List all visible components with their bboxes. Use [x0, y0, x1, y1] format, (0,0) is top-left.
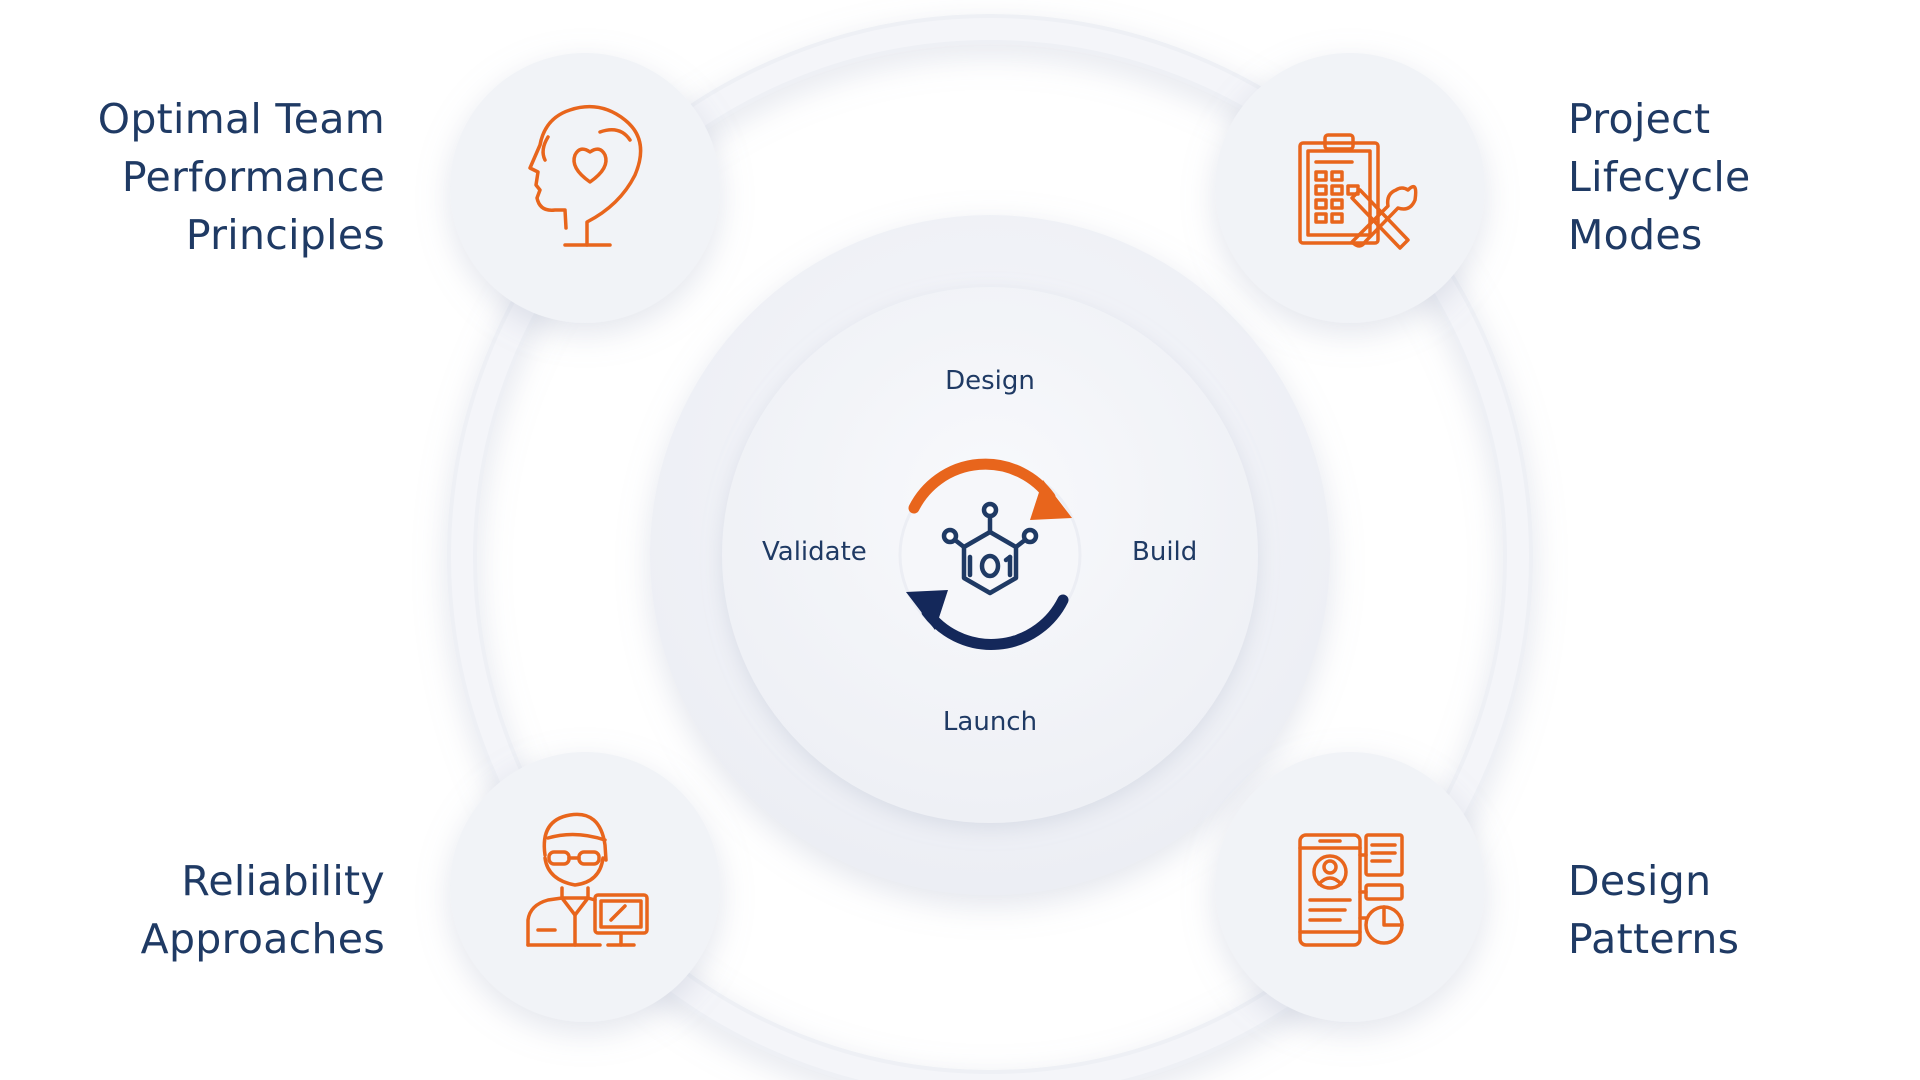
cycle-label-design: Design	[945, 366, 1035, 396]
clipboard-tools-icon	[1298, 133, 1418, 250]
corner-disc-top-left	[450, 53, 720, 323]
label-line: Project	[1568, 95, 1711, 143]
cycle-label-launch: Launch	[942, 707, 1038, 737]
cycle-label-build: Build	[1132, 537, 1198, 567]
navy-arrow-icon	[921, 594, 1069, 650]
person-computer-icon	[526, 812, 649, 947]
label-line: Patterns	[1568, 915, 1740, 963]
corner-disc-bottom-right	[1215, 752, 1485, 1022]
orange-arrow-icon	[908, 458, 1056, 514]
label-line: Reliability	[181, 857, 385, 905]
label-line: Performance	[121, 153, 385, 201]
cycle-label-validate: Validate	[762, 537, 867, 567]
label-line: Lifecycle	[1568, 153, 1751, 201]
label-line: Design	[1568, 857, 1712, 905]
corner-disc-bottom-left	[450, 752, 720, 1022]
label-line: Optimal Team	[97, 95, 385, 143]
label-line: Approaches	[140, 915, 385, 963]
label-line: Principles	[185, 211, 385, 259]
label-bottom-right: Design Patterns	[1568, 852, 1908, 968]
label-top-left: Optimal Team Performance Principles	[40, 90, 385, 264]
head-heart-icon	[528, 104, 643, 247]
mobile-dashboard-icon	[1298, 833, 1404, 947]
label-line: Modes	[1568, 211, 1703, 259]
label-top-right: Project Lifecycle Modes	[1568, 90, 1908, 264]
cycle-arrows-icon	[906, 458, 1072, 650]
corner-disc-top-right	[1215, 53, 1485, 323]
label-bottom-left: Reliability Approaches	[40, 852, 385, 968]
binary-chip-icon	[941, 501, 1039, 596]
